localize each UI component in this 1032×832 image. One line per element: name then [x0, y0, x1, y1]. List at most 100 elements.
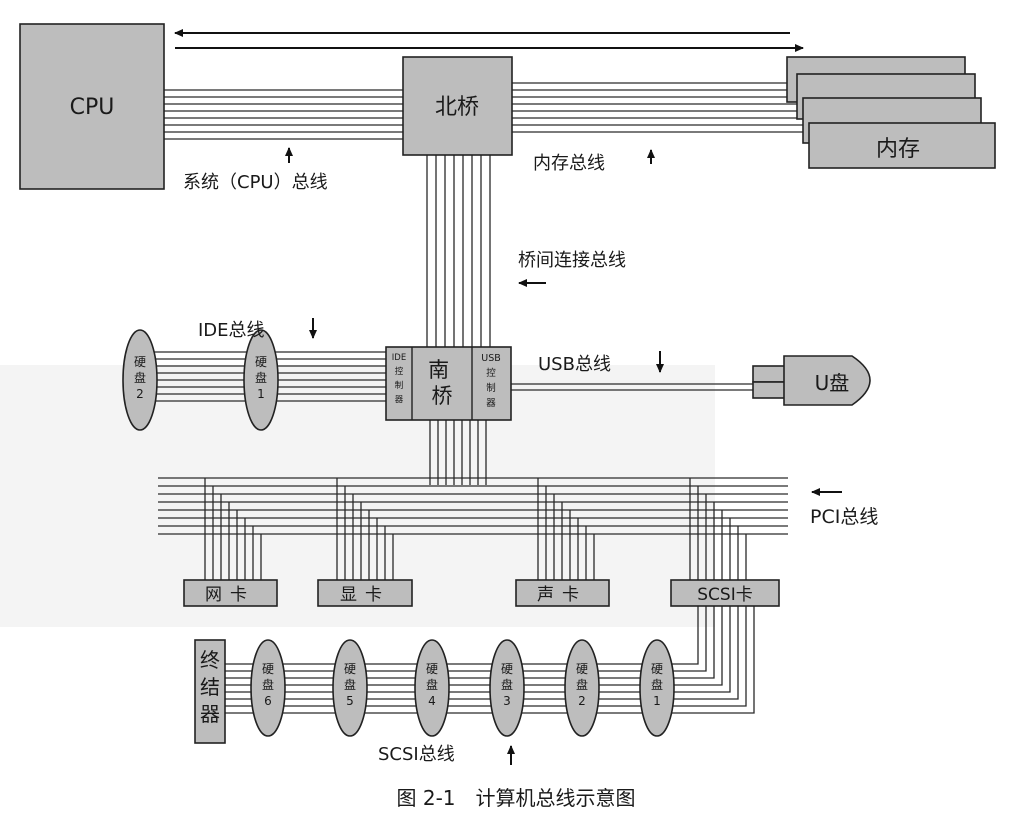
terminator: 终结器: [194, 639, 226, 744]
usb-controller-label-line-4: 器: [486, 398, 496, 409]
terminator-label-line-2: 结: [200, 675, 220, 699]
scsi-disk-2-label-line-1: 硬: [576, 662, 588, 676]
usb-bus-label: USB总线: [538, 354, 611, 375]
scsi-disk-6-label-line-1: 硬: [262, 662, 274, 676]
ide-disk-1-label: 硬盘 1: [255, 355, 267, 401]
cpu-label: CPU: [70, 95, 115, 120]
south-bridge-line-2: 桥: [432, 384, 453, 408]
usb-controller-label-line-1: USB: [481, 353, 501, 364]
scsi-disk-1: 硬盘 1: [639, 639, 675, 737]
sound-card-taps: [537, 478, 595, 580]
memory-modules: 内存: [786, 56, 996, 169]
scsi-disk-4-label-line-2: 盘: [426, 677, 438, 692]
north-bridge-label: 北桥: [435, 95, 479, 120]
ide-disk-2-label: 硬盘 2: [134, 355, 146, 401]
north-bridge-box: 北桥: [402, 56, 513, 156]
memory-bus-annotation: 内存总线: [533, 149, 655, 174]
ide-disk-1-label-line-3: 1: [257, 387, 265, 401]
pci-bus-label: PCI总线: [810, 506, 878, 528]
scsi-disk-1-label-line-3: 1: [653, 694, 661, 708]
usb-drive: U盘: [752, 355, 871, 406]
south-bridge-line-1: 南: [428, 358, 449, 382]
usb-bus-lines: [510, 383, 758, 391]
scsi-disk-5: 硬盘 5: [332, 639, 368, 737]
scsi-disk-5-label-line-1: 硬: [344, 662, 356, 676]
graphics-card-label: 显卡: [340, 585, 390, 605]
memory-label: 内存: [876, 137, 920, 162]
ide-disk-2-label-line-3: 2: [136, 387, 144, 401]
sound-card-label: 声卡: [537, 585, 587, 605]
network-card: 网卡: [183, 579, 278, 607]
pci-taps: [204, 478, 747, 580]
ide-controller-label: IDE 控制器: [392, 353, 406, 405]
bridge-bus-annotation: 桥间连接总线: [518, 250, 626, 287]
scsi-disk-5-label-line-2: 盘: [344, 677, 356, 692]
scsi-disk-6-label-line-3: 6: [264, 694, 272, 708]
scsi-disk-3-label-line-3: 3: [503, 694, 511, 708]
ide-controller-label-line-4: 器: [395, 395, 404, 405]
scsi-disk-6-label-line-2: 盘: [262, 677, 274, 692]
sound-card: 声卡: [515, 579, 610, 607]
scsi-disk-1-label: 硬盘 1: [651, 662, 663, 708]
scsi-disk-5-label: 硬盘 5: [344, 662, 356, 708]
scsi-disk-3-label-line-2: 盘: [501, 677, 513, 692]
ide-disk-1-label-line-2: 盘: [255, 370, 267, 385]
scsi-card-taps: [689, 478, 747, 580]
scsi-disk-3-label-line-1: 硬: [501, 662, 513, 676]
system-bus-label: 系统（CPU）总线: [183, 172, 328, 193]
ide-disk-1: 硬盘 1: [243, 329, 279, 431]
ide-bus-annotation: IDE总线: [198, 318, 317, 341]
scsi-card: SCSI卡: [670, 579, 780, 607]
scsi-bus-label: SCSI总线: [378, 744, 455, 765]
scsi-disk-2: 硬盘 2: [564, 639, 600, 737]
south-bridge-label: 南 桥: [428, 358, 456, 408]
pci-bus-annotation: PCI总线: [810, 488, 878, 528]
ide-disk-2-label-line-1: 硬: [134, 355, 146, 369]
scsi-disk-6: 硬盘 6: [250, 639, 286, 737]
bridge-bus-label: 桥间连接总线: [518, 250, 626, 271]
bridge-bus-lines: [426, 155, 491, 348]
scsi-card-label: SCSI卡: [697, 585, 752, 605]
memory-bus-label: 内存总线: [533, 153, 605, 174]
ide-bus-label: IDE总线: [198, 320, 265, 341]
ide-controller-label-line-1: IDE: [392, 353, 406, 363]
ide-controller-label-line-3: 制: [395, 380, 404, 391]
usb-controller-label: USB 控制器: [481, 353, 501, 409]
usb-drive-label: U盘: [815, 371, 850, 395]
graphics-card: 显卡: [317, 579, 413, 607]
network-card-label: 网卡: [205, 585, 255, 605]
scsi-disk-4-label-line-1: 硬: [426, 662, 438, 676]
scsi-disk-5-label-line-3: 5: [346, 694, 354, 708]
ide-disk-1-label-line-1: 硬: [255, 355, 267, 369]
figure-caption: 图 2-1 计算机总线示意图: [396, 786, 635, 810]
scsi-disk-2-label-line-3: 2: [578, 694, 586, 708]
network-card-taps: [204, 478, 262, 580]
pci-bus-lines: [158, 477, 788, 535]
scsi-bus-lines: [225, 606, 755, 714]
system-bus-annotation: 系统（CPU）总线: [183, 147, 328, 193]
scsi-disk-2-label-line-2: 盘: [576, 677, 588, 692]
system-bus-lines: [163, 89, 405, 140]
scsi-disk-1-label-line-2: 盘: [651, 677, 663, 692]
scsi-disk-1-label-line-1: 硬: [651, 662, 663, 676]
usb-controller-label-line-2: 控: [486, 367, 496, 379]
cpu-box: CPU: [19, 23, 165, 190]
scsi-disk-2-label: 硬盘 2: [576, 662, 588, 708]
ide-controller-label-line-2: 控: [395, 366, 404, 377]
terminator-label: 终结器: [200, 648, 220, 726]
usb-bus-annotation: USB总线: [538, 351, 664, 375]
top-arrows: [174, 29, 804, 52]
terminator-label-line-3: 器: [200, 702, 220, 726]
graphics-card-taps: [336, 478, 394, 580]
memory-bus-lines: [512, 82, 810, 133]
scsi-disk-6-label: 硬盘 6: [262, 662, 274, 708]
ide-disk-2-label-line-2: 盘: [134, 370, 146, 385]
south-to-pci-lines: [429, 420, 487, 485]
terminator-label-line-1: 终: [200, 648, 220, 672]
usb-controller-label-line-3: 制: [486, 382, 496, 394]
scsi-disk-3: 硬盘 3: [489, 639, 525, 737]
